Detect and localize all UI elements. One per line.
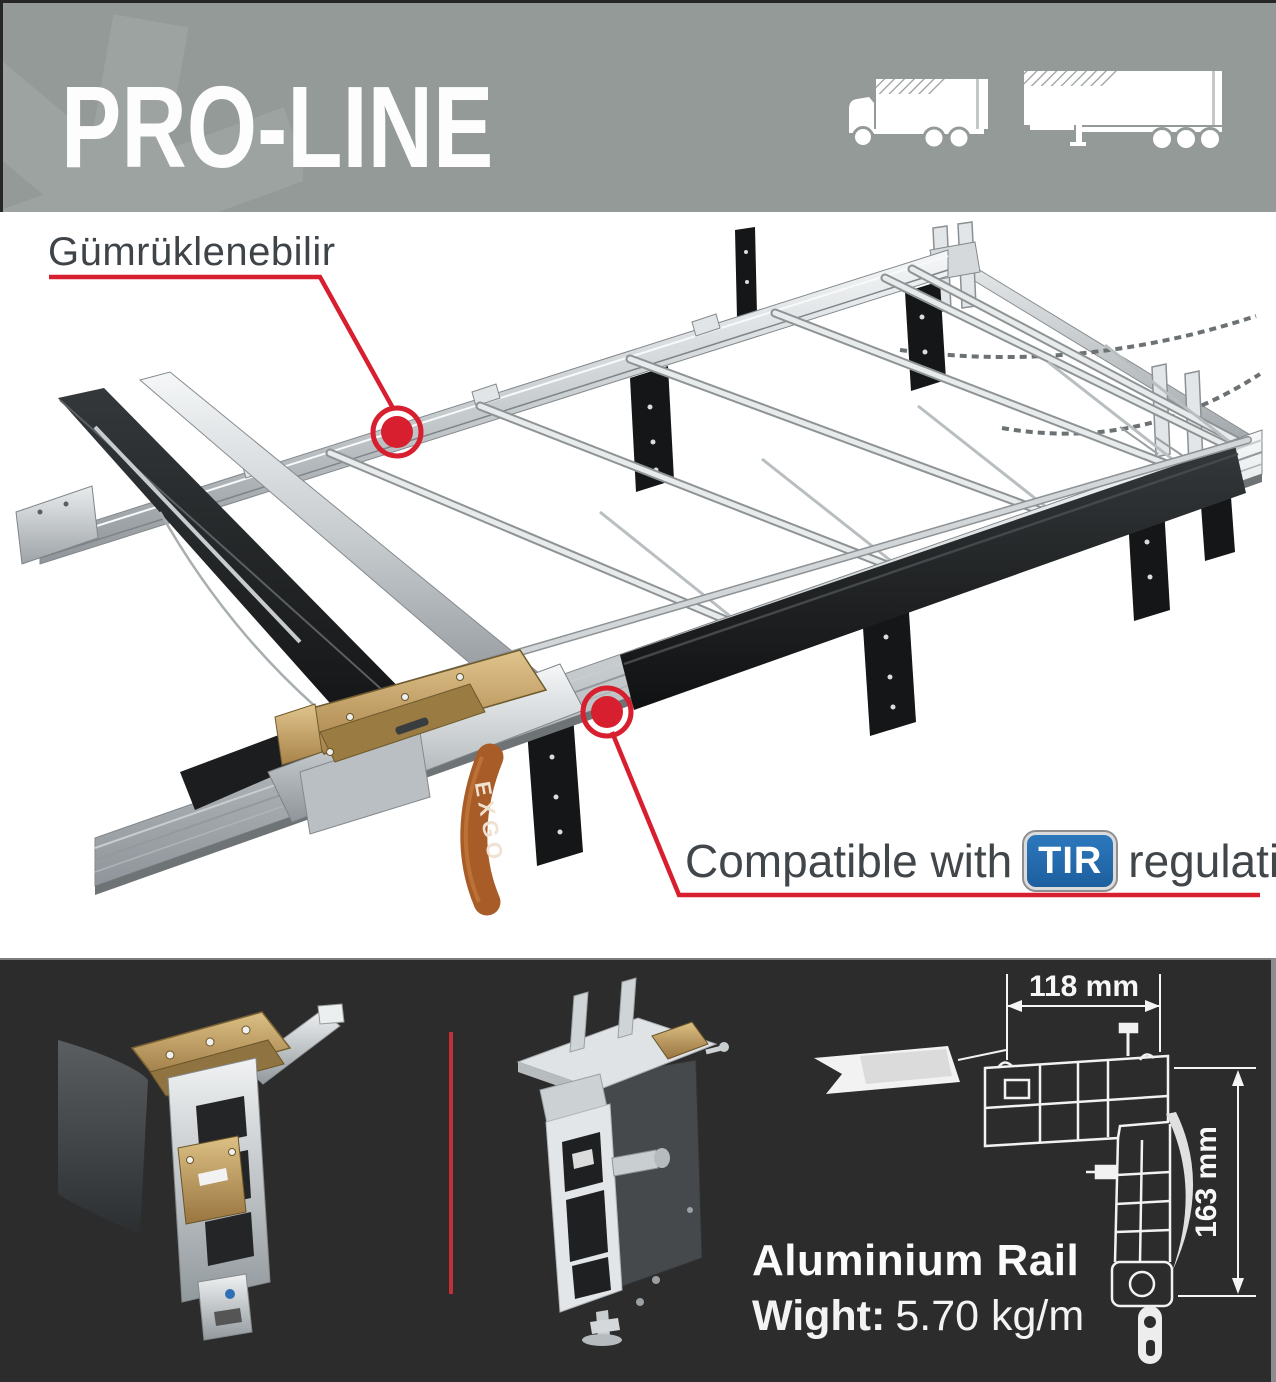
page-top-edge <box>0 0 1276 3</box>
page-title: PRO-LINE <box>61 62 494 192</box>
corner-assembly-image <box>58 1003 345 1341</box>
customs-label: Gümrüklenebilir <box>48 230 336 274</box>
roof-bows <box>325 264 1263 641</box>
tir-suffix: regulations <box>1128 835 1276 887</box>
rail-profile-outline <box>983 1022 1174 1308</box>
rail-title: Aluminium Rail <box>752 1236 1080 1285</box>
front-rail-brackets <box>527 483 1235 866</box>
hanging-strap <box>1138 1306 1162 1364</box>
rail-end-stub <box>15 485 99 565</box>
rail-weight-value: 5.70 kg/m <box>895 1292 1085 1340</box>
red-divider <box>449 1032 453 1294</box>
page-left-edge-dark <box>0 0 3 212</box>
tir-compatibility-line: Compatible with TIR regulations <box>685 830 1276 892</box>
callout-line-tir <box>609 731 1260 898</box>
roof-frame-render: EXGO <box>15 221 1263 916</box>
spec-graphics: 118 mm 163 mm <box>58 970 1256 1364</box>
callout-line-customs <box>49 274 396 412</box>
tarp-bundle <box>58 371 541 774</box>
locking-mechanism <box>267 649 585 835</box>
main-section: EXGO <box>0 212 1276 958</box>
rigid-truck-icon <box>849 79 988 150</box>
tarp-flap <box>620 445 1246 710</box>
callout-marker-1 <box>370 405 424 459</box>
asterisk-watermark-icon <box>3 14 303 212</box>
rail-weight-label: Wight: <box>752 1292 886 1340</box>
dimension-lines <box>1006 974 1256 1297</box>
rail-weight: Wight:5.70 kg/m <box>752 1292 1084 1341</box>
semi-trailer-icon <box>1024 71 1222 151</box>
dimension-height-label: 163 mm <box>1190 1126 1223 1238</box>
spec-section: 118 mm 163 mm <box>0 958 1276 1382</box>
tir-prefix: Compatible with <box>685 835 1013 887</box>
page-right-edge <box>1271 958 1276 1382</box>
rail-dimension-drawing: 118 mm 163 mm <box>814 970 1256 1364</box>
rail-cross-section-image <box>516 977 729 1346</box>
callout-marker-2 <box>580 685 634 739</box>
tension-chains <box>899 314 1262 436</box>
dimension-width-label: 118 mm <box>1029 970 1139 1003</box>
truck-icons <box>846 65 1236 151</box>
callout-graphics <box>49 274 1260 898</box>
tir-badge: TIR <box>1022 830 1119 892</box>
tension-arm <box>1166 1112 1194 1272</box>
exgo-strap: EXGO <box>460 743 509 916</box>
header-banner: PRO-LINE <box>3 3 1276 212</box>
